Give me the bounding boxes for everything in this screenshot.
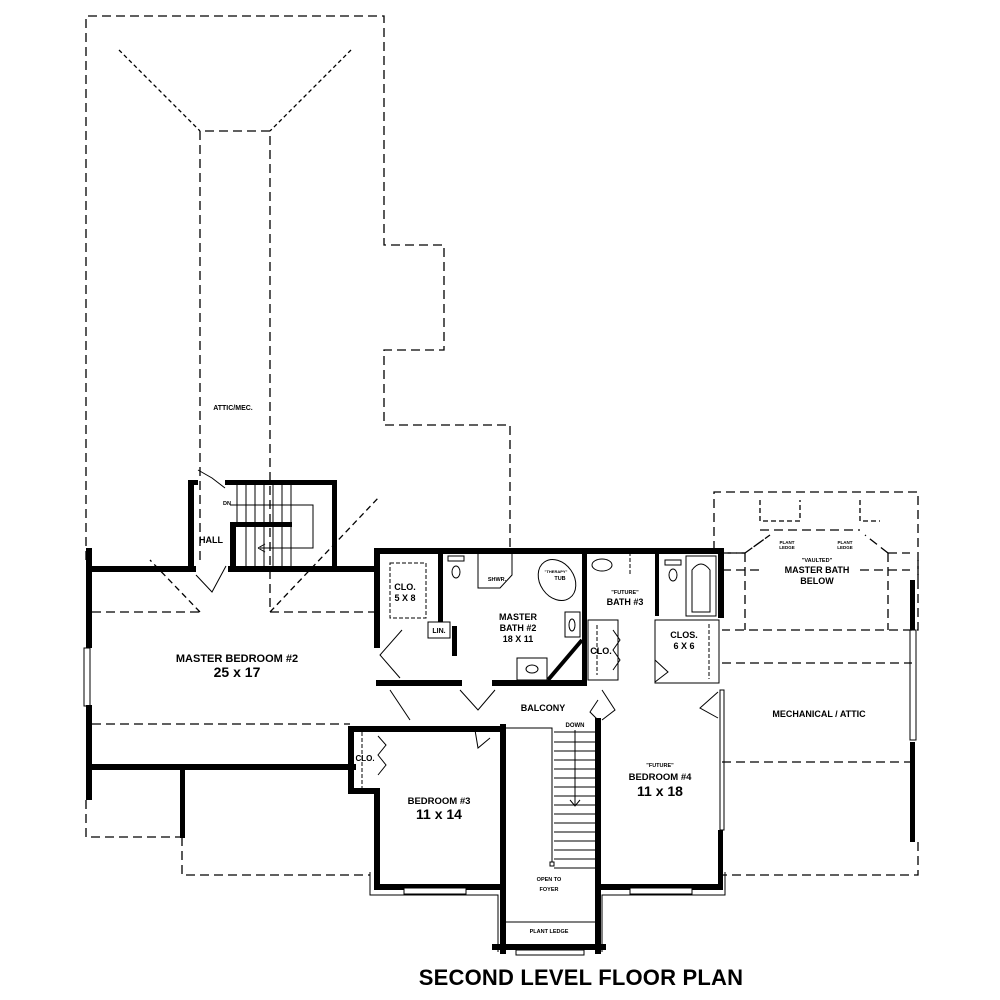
attic-mec-label: ATTIC/MEC.: [213, 405, 253, 412]
balcony-label: BALCONY: [521, 703, 566, 713]
details: [83, 469, 917, 956]
future-bath-3-name: BATH #3: [607, 597, 644, 607]
plant-ledge-label: PLANT LEDGE: [530, 929, 569, 935]
tub-label: TUB: [554, 576, 565, 582]
future-bedroom-4-qualifier: "FUTURE": [646, 763, 674, 769]
closet-5x8-size: 5 X 8: [394, 593, 415, 603]
bedroom-3-name: BEDROOM #3: [408, 796, 471, 807]
closet-6x6-name: CLOS.: [670, 630, 698, 640]
master-bath-2-name-line1: MASTER: [499, 612, 538, 622]
hall-stair: [230, 484, 314, 568]
balcony-stair: [506, 727, 595, 869]
future-bedroom-4-name: BEDROOM #4: [629, 772, 693, 783]
linen-closet-label: LIN.: [432, 628, 445, 635]
open-to-foyer-line2: FOYER: [540, 887, 559, 893]
vaulted-master-bath-line2: BELOW: [800, 576, 834, 586]
vaulted-master-bath-line1: MASTER BATH: [785, 565, 850, 575]
tub-note-label: "THERAPY": [545, 569, 568, 574]
vaulted-qualifier: "VAULTED": [802, 558, 833, 564]
master-bath-2-name-line2: BATH #2: [500, 623, 537, 633]
bath-3-closet-label: CLO.: [590, 646, 612, 656]
future-bedroom-4-size: 11 x 18: [637, 783, 683, 799]
plant-ledge-right-l1: PLANT: [838, 540, 853, 545]
hall-stair-dn-label: DN: [223, 501, 231, 507]
labels: ATTIC/MEC. DN HALL MASTER BEDROOM #2 25 …: [176, 405, 866, 990]
bedroom-3-size: 11 x 14: [416, 806, 462, 822]
future-bath-3-qualifier: "FUTURE": [611, 590, 639, 596]
plant-ledge-left-l1: PLANT: [780, 540, 795, 545]
walls: [86, 480, 915, 954]
roof-outline: [85, 15, 919, 876]
mechanical-attic-label: MECHANICAL / ATTIC: [772, 709, 866, 719]
bedroom-3-closet-label: CLO.: [355, 754, 374, 763]
plan-title: SECOND LEVEL FLOOR PLAN: [419, 965, 743, 990]
open-to-foyer-line1: OPEN TO: [537, 877, 562, 883]
closet-6x6-size: 6 X 6: [673, 641, 694, 651]
plant-ledge-left-l2: LEDGE: [779, 545, 795, 550]
stair-down-label: DOWN: [566, 723, 585, 729]
hall-label: HALL: [199, 535, 223, 545]
shower-label: SHWR.: [488, 577, 507, 583]
master-bath-2-size: 18 X 11: [503, 634, 534, 644]
master-bedroom-2-name: MASTER BEDROOM #2: [176, 653, 298, 665]
closet-5x8-name: CLO.: [394, 582, 416, 592]
plant-ledge-right-l2: LEDGE: [837, 545, 853, 550]
master-bedroom-2-size: 25 x 17: [214, 664, 261, 680]
